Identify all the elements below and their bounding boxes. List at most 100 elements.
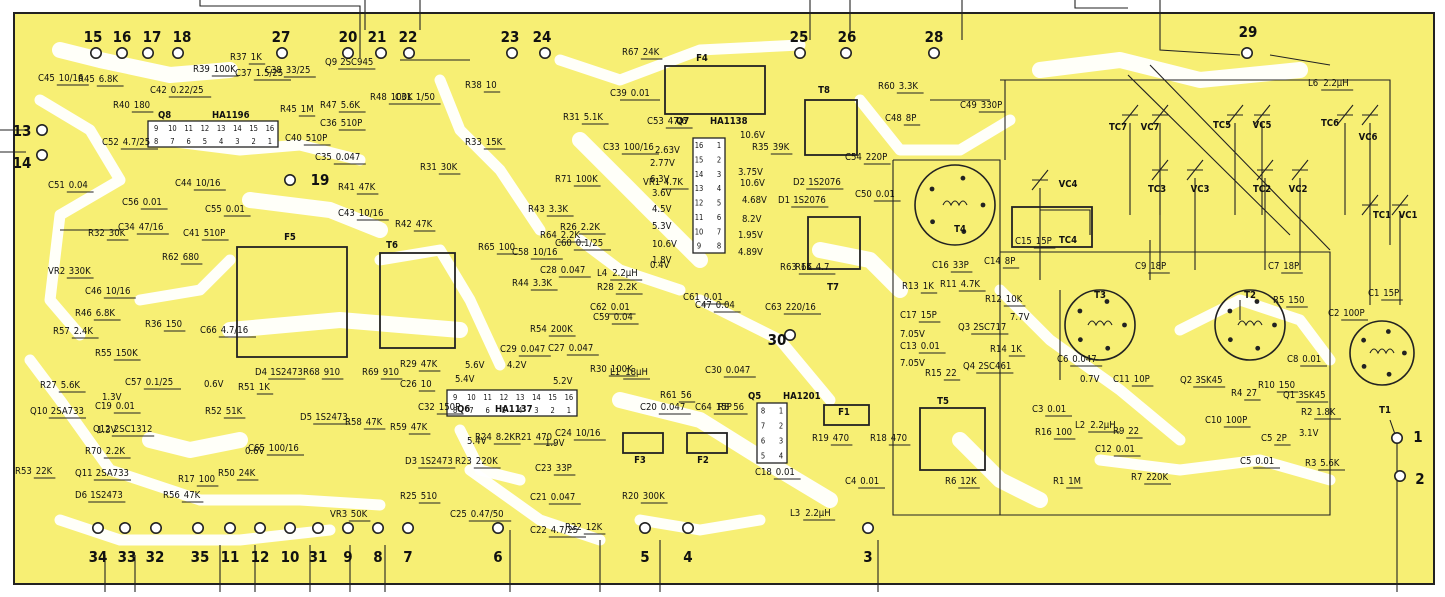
component-value: 18P	[1283, 261, 1299, 272]
component-value: 27	[1246, 388, 1257, 399]
component-value: 8.2K	[496, 432, 516, 443]
component-ref: D3	[405, 456, 417, 467]
component-ref: L3	[790, 508, 800, 519]
component-ref: R31	[420, 162, 437, 173]
component-value: 1K	[801, 262, 812, 273]
terminal-number: 23	[501, 28, 520, 46]
component-ref: L2	[1075, 420, 1085, 431]
component-value: 5.6K	[1320, 458, 1340, 469]
terminal-pad	[311, 521, 324, 534]
component-value: 0.01	[1255, 456, 1274, 467]
terminal-number: 32	[146, 548, 165, 566]
component-ref: R24	[475, 432, 492, 443]
terminal-number: 28	[925, 28, 944, 46]
component-ref: R45	[78, 74, 95, 85]
terminal-pad	[839, 46, 852, 59]
component-ref: R28	[597, 282, 614, 293]
ic-label: Q7	[676, 116, 689, 127]
component-ref: R39	[193, 64, 210, 75]
component-ref: R55	[95, 348, 112, 359]
block-label: T4	[954, 224, 966, 235]
component-value: 100K	[391, 92, 413, 103]
test-voltage: 5.4V	[467, 436, 487, 447]
terminal-number: 21	[368, 28, 387, 46]
trimmer-capacitor	[1031, 169, 1049, 191]
component-ref: R54	[530, 324, 547, 335]
component-value: 51K	[226, 406, 243, 417]
component-value: 2SC461	[978, 361, 1011, 372]
component-ref: R11	[940, 279, 957, 290]
component-ref: C55	[205, 204, 222, 215]
terminal-number: 17	[143, 28, 162, 46]
component-value: 0.47/50	[471, 509, 504, 520]
component-ref: R27	[40, 380, 57, 391]
terminal-number: 19	[311, 171, 330, 189]
component-value: 4.7/25	[551, 525, 578, 536]
terminal-pad	[254, 521, 267, 534]
ic-pin-number: 2	[717, 155, 721, 164]
block-label: T3	[1094, 290, 1106, 301]
component-value: 3.3K	[899, 81, 919, 92]
coil-pin	[1077, 308, 1083, 314]
component-value: 330K	[69, 266, 91, 277]
trimmer-capacitor	[1151, 104, 1169, 126]
component-ref: C2	[1328, 308, 1339, 319]
component-value: 2.2K	[561, 230, 581, 241]
ic-pin-number: 1	[717, 141, 721, 150]
component-ref: C15	[1015, 236, 1032, 247]
terminal-pad	[116, 46, 129, 59]
component-ref: R41	[338, 182, 355, 193]
component-ref: C9	[1135, 261, 1146, 272]
component-ref: R43	[528, 204, 545, 215]
terminal-pad	[505, 46, 518, 59]
component-value: 3SK45	[1298, 390, 1325, 401]
block-label: F2	[697, 455, 709, 466]
ic-pin-number: 10	[168, 124, 177, 133]
ic-pin-number: 14	[233, 124, 242, 133]
component-ref: R44	[512, 278, 529, 289]
component-value: 2.4K	[74, 326, 94, 337]
ic-pin-number: 5	[203, 137, 207, 146]
terminal-number: 16	[113, 28, 132, 46]
component-ref: R58	[345, 417, 362, 428]
terminal-number: 31	[309, 548, 328, 566]
component-ref: R7	[1131, 472, 1142, 483]
component-ref: R67	[622, 47, 639, 58]
component-value: 0.1/25	[146, 377, 173, 388]
block-F3	[622, 432, 664, 454]
terminal-pad	[142, 46, 155, 59]
component-value: 2P	[1276, 433, 1287, 444]
component-ref: C52	[102, 137, 119, 148]
ic-pin-number: 2	[550, 406, 554, 415]
component-value: 0.047	[1072, 354, 1096, 365]
terminal-pad	[783, 328, 796, 341]
component-value: 50K	[351, 509, 368, 520]
component-value: 15P	[716, 402, 732, 413]
ic-pin-number: 12	[695, 199, 704, 208]
